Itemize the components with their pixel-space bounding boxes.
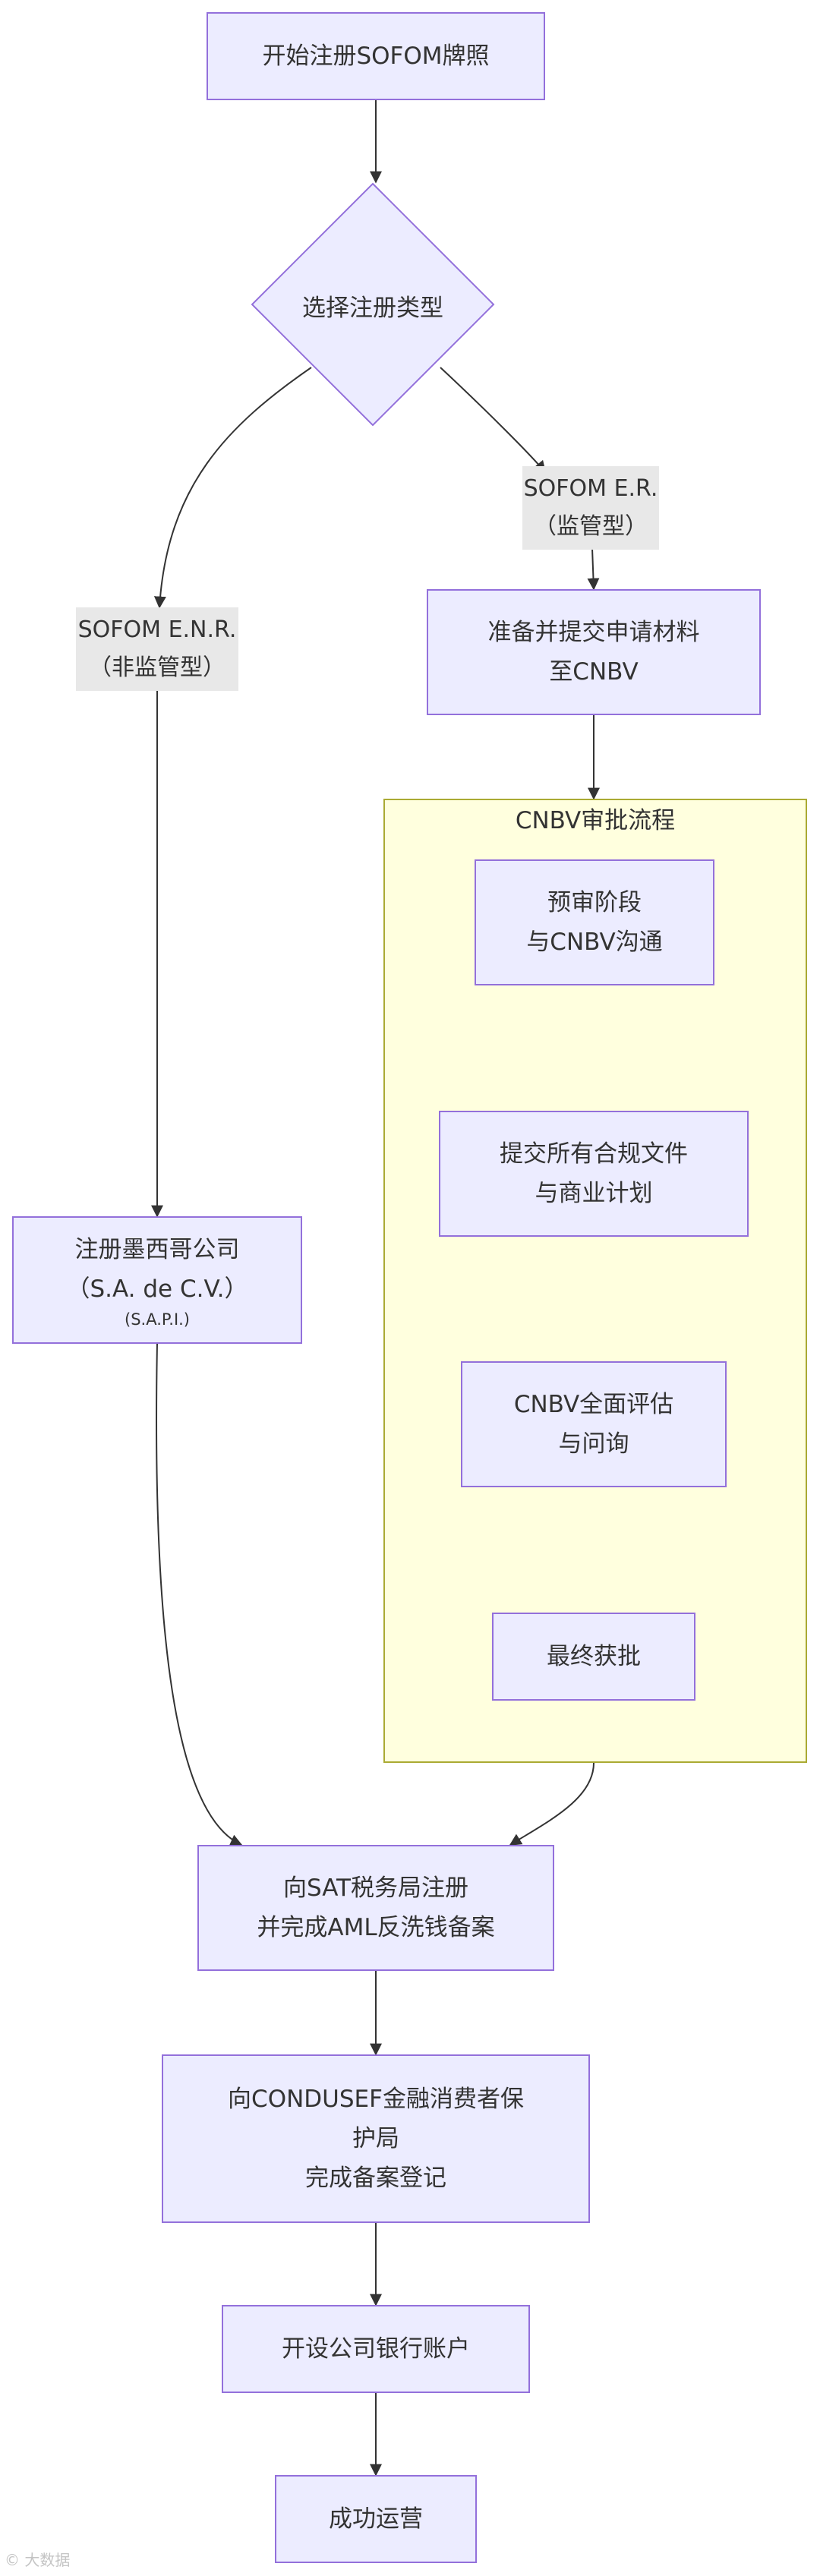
prepare-label-2: 至CNBV	[549, 658, 639, 686]
register-company-label-1: 注册墨西哥公司	[74, 1236, 240, 1263]
prereview-label-1: 预审阶段	[547, 889, 642, 916]
edge-decision-to-er	[440, 367, 547, 474]
evaluation-label-2: 与问询	[558, 1430, 629, 1458]
bank-label: 开设公司银行账户	[282, 2335, 470, 2363]
watermark: © 大数据	[5, 2551, 71, 2569]
edge-label-er-line2: （监管型）	[534, 513, 648, 540]
register-company-note: (S.A.P.I.)	[125, 1310, 190, 1329]
submit-docs-label-1: 提交所有合规文件	[500, 1140, 688, 1168]
decision-label: 选择注册类型	[302, 294, 443, 322]
approval-label: 最终获批	[547, 1643, 641, 1670]
edge-label-enr-line1: SOFOM E.N.R.	[77, 616, 237, 643]
edge-label-enr-line2: （非监管型）	[89, 654, 226, 681]
prereview-node: 预审阶段 与CNBV沟通	[475, 859, 714, 985]
evaluation-node: CNBV全面评估 与问询	[461, 1361, 727, 1487]
edge-label-er-line1: SOFOM E.R.	[523, 475, 658, 502]
edge-label-er: SOFOM E.R. （监管型）	[522, 466, 659, 550]
condusef-label-3: 完成备案登记	[305, 2165, 446, 2192]
condusef-label-1: 向CONDUSEF金融消费者保	[228, 2086, 524, 2113]
submit-docs-label-2: 与商业计划	[535, 1180, 653, 1207]
sat-label-2: 并完成AML反洗钱备案	[257, 1914, 495, 1941]
bank-node: 开设公司银行账户	[222, 2305, 530, 2393]
edge-er-to-prepare	[587, 547, 600, 591]
approval-node: 最终获批	[492, 1613, 695, 1701]
start-label: 开始注册SOFOM牌照	[262, 43, 490, 70]
evaluation-label-1: CNBV全面评估	[513, 1391, 674, 1418]
operate-label: 成功运营	[329, 2505, 423, 2533]
sat-node: 向SAT税务局注册 并完成AML反洗钱备案	[197, 1845, 554, 1971]
edge-label-enr: SOFOM E.N.R. （非监管型）	[76, 607, 238, 691]
register-company-node: 注册墨西哥公司 （S.A. de C.V.） (S.A.P.I.)	[12, 1216, 302, 1344]
sat-label-1: 向SAT税务局注册	[283, 1874, 468, 1902]
operate-node: 成功运营	[275, 2475, 477, 2563]
start-node: 开始注册SOFOM牌照	[207, 12, 545, 100]
edge-decision-to-enr	[153, 367, 312, 609]
prereview-label-2: 与CNBV沟通	[526, 929, 663, 956]
decision-diamond	[251, 182, 495, 427]
condusef-node: 向CONDUSEF金融消费者保 护局 完成备案登记	[162, 2054, 590, 2223]
prepare-label-1: 准备并提交申请材料	[487, 619, 700, 646]
prepare-node: 准备并提交申请材料 至CNBV	[427, 589, 761, 715]
register-company-label-2: （S.A. de C.V.）	[66, 1275, 248, 1303]
edge-cluster-to-sat	[509, 1762, 594, 1846]
cluster-title: CNBV审批流程	[515, 807, 676, 834]
submit-docs-node: 提交所有合规文件 与商业计划	[439, 1111, 749, 1237]
condusef-label-2: 护局	[352, 2125, 399, 2152]
edge-register-to-sat	[156, 1343, 243, 1846]
